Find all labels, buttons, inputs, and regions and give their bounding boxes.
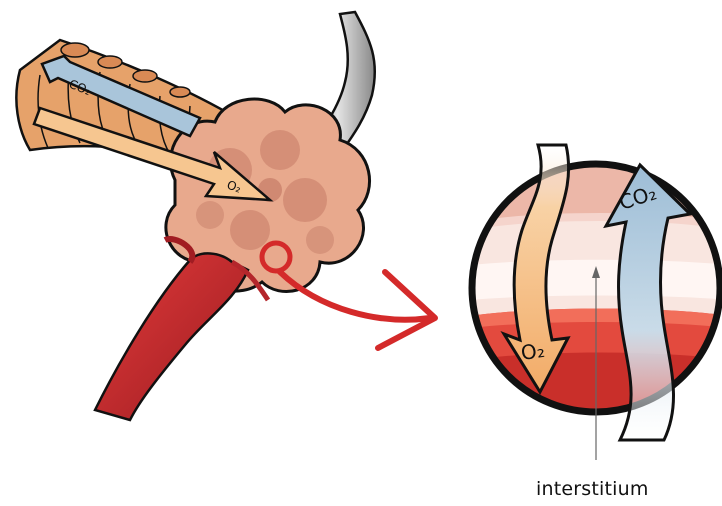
pulmonary-artery — [95, 239, 268, 420]
o2-zoom-label: O₂ — [519, 338, 546, 365]
interstitium-label: interstitium — [536, 478, 649, 500]
magnification-marker — [262, 243, 435, 348]
